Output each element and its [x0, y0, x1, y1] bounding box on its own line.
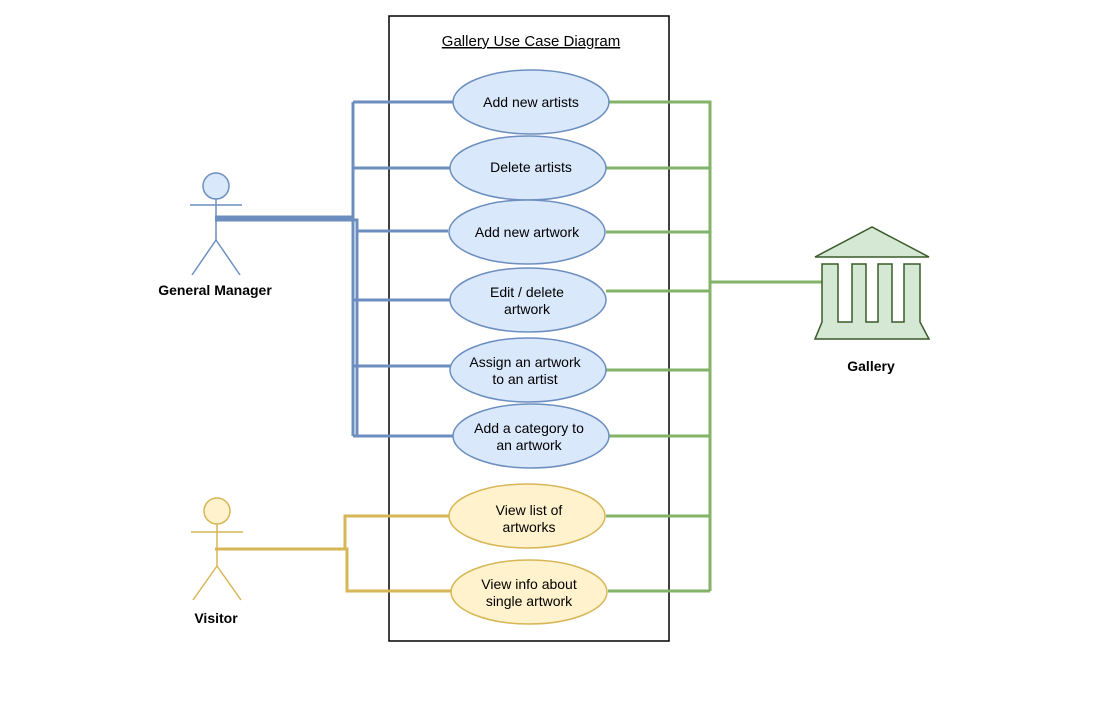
use-case-add-new-artists[interactable]: Add new artists: [452, 69, 610, 135]
use-case-label: Add new artwork: [475, 224, 580, 240]
actor-gallery[interactable]: Gallery: [813, 226, 931, 374]
manager-connectors: [215, 100, 454, 438]
use-case-label: artwork: [504, 301, 551, 317]
use-case-delete-artists[interactable]: Delete artists: [449, 135, 607, 201]
stick-figure-icon: [190, 172, 242, 276]
use-case-label: an artwork: [496, 437, 562, 453]
use-case-label: single artwork: [486, 593, 573, 609]
use-case-label: to an artist: [492, 371, 557, 387]
gallery-connectors: [606, 100, 822, 593]
use-case-add-new-artwork[interactable]: Add new artwork: [448, 199, 606, 265]
visitor-connectors: [215, 514, 451, 593]
use-case-label: Add a category to: [474, 420, 584, 436]
use-case-add-category[interactable]: Add a category to an artwork: [452, 403, 610, 469]
use-case-label: View list of: [496, 502, 563, 518]
use-case-label: Add new artists: [483, 94, 579, 110]
use-case-view-list[interactable]: View list of artworks: [448, 483, 606, 549]
use-case-assign-artwork[interactable]: Assign an artwork to an artist: [449, 337, 607, 403]
actor-label: Visitor: [194, 610, 238, 626]
actor-visitor[interactable]: Visitor: [191, 497, 243, 626]
stick-figure-icon: [191, 497, 243, 601]
use-case-label: Assign an artwork: [469, 354, 581, 370]
use-case-view-info[interactable]: View info about single artwork: [450, 559, 608, 625]
use-case-edit-delete-artwork[interactable]: Edit / delete artwork: [449, 267, 607, 333]
actor-general-manager[interactable]: General Manager: [158, 172, 272, 298]
use-case-label: View info about: [481, 576, 577, 592]
diagram-title: Gallery Use Case Diagram: [442, 33, 620, 50]
actor-label: Gallery: [847, 358, 895, 374]
building-icon: [813, 226, 931, 340]
use-case-label: Edit / delete: [490, 284, 564, 300]
use-case-label: artworks: [503, 519, 556, 535]
use-case-label: Delete artists: [490, 159, 572, 175]
actor-label: General Manager: [158, 282, 272, 298]
